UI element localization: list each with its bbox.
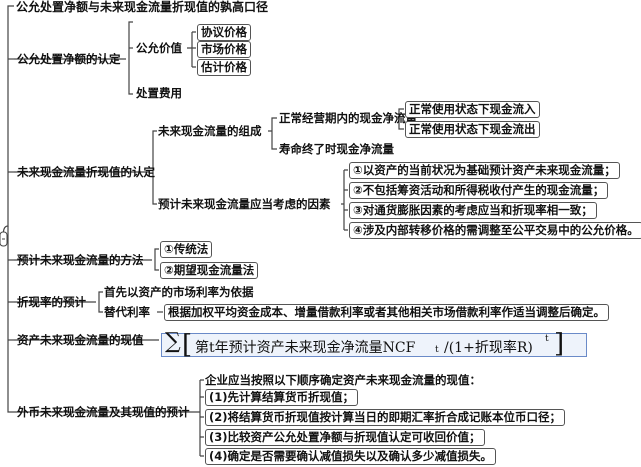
node-end-of-life-cashflow: 寿命终了时现金净流量 xyxy=(279,142,394,156)
node-disposal-cost: 处置费用 xyxy=(136,86,182,100)
node-market-rate-basis: 首先以资产的市场利率为依据 xyxy=(104,285,254,299)
node-fx-step-1: (1)先计算结算货币折现值； xyxy=(205,389,359,406)
node-substitute-rate-desc: 根据加权平均资金成本、增量借款利率或者其他相关市场借款利率作适当调整后确定。 xyxy=(164,304,609,321)
node-factor-3: ③对通货膨胀因素的考虑应当和折现率相一致； xyxy=(349,202,597,219)
node-fair-value: 公允价值 xyxy=(136,41,182,55)
node-normal-operation-cashflow: 正常经营期内的现金净流量 xyxy=(279,111,417,125)
node-market-price: 市场价格 xyxy=(197,41,251,58)
formula-bracket-right: ] xyxy=(554,329,565,359)
node-factor-4: ④涉及内部转移价格的需调整至公平交易中的公允价格。 xyxy=(349,222,641,239)
node-discount-rate: 折现率的预计 xyxy=(17,295,86,309)
node-fx-intro: 企业应当按照以下顺序确定资产未来现金流量的现值： xyxy=(205,373,481,387)
node-fx-step-4: (4)确定是否需要确认减值损失以及确认多少减值损失。 xyxy=(205,448,497,465)
node-pv-of-asset-cashflow: 资产未来现金流量的现值 xyxy=(17,333,144,347)
formula-rest: /(1+折现率R) xyxy=(444,340,533,356)
formula-sigma: ∑ xyxy=(165,329,181,354)
formula-bracket-left: [ xyxy=(182,330,193,360)
node-cash-inflow: 正常使用状态下现金流入 xyxy=(405,101,540,118)
node-estimated-price: 估计价格 xyxy=(197,59,251,76)
root-handle[interactable] xyxy=(0,231,8,247)
node-substitute-rate: 替代利率 xyxy=(104,305,150,319)
node-factor-2: ②不包括筹资活动和所得税收付产生的现金流量； xyxy=(349,182,609,199)
pv-formula: ∑ [ 第t年预计资产未来现金净流量NCF t /(1+折现率R) ] t xyxy=(161,329,587,360)
node-fx-step-3: (3)比较资产公允处置净额与折现值认定可收回价值； xyxy=(205,429,485,446)
node-method-traditional: ①传统法 xyxy=(160,241,213,258)
node-cash-outflow: 正常使用状态下现金流出 xyxy=(405,121,540,138)
node-method-expected: ②期望现金流量法 xyxy=(160,262,259,279)
diagram-title: 公允处置净额与未来现金流量折现值的孰高口径 xyxy=(16,0,269,14)
node-agreement-price: 协议价格 xyxy=(197,24,251,41)
node-methods: 预计未来现金流量的方法 xyxy=(17,253,144,267)
formula-exponent: t xyxy=(545,334,549,344)
node-cashflow-composition: 未来现金流量的组成 xyxy=(158,124,262,138)
node-fair-value-net: 公允处置净额的认定 xyxy=(17,52,121,66)
node-factor-1: ①以资产的当前状况为基础预计资产未来现金流量； xyxy=(349,162,620,179)
formula-lead: 第t年预计资产未来现金净流量NCF xyxy=(195,340,416,356)
node-cashflow-factors: 预计未来现金流量应当考虑的因素 xyxy=(158,197,331,211)
node-present-value: 未来现金流量折现值的认定 xyxy=(17,165,155,179)
node-foreign-currency: 外币未来现金流量及其现值的预计 xyxy=(17,405,190,419)
node-fx-step-2: (2)将结算货币折现值按计算当日的即期汇率折合成记账本位币口径； xyxy=(205,409,566,426)
formula-ncf-subscript: t xyxy=(435,345,439,355)
